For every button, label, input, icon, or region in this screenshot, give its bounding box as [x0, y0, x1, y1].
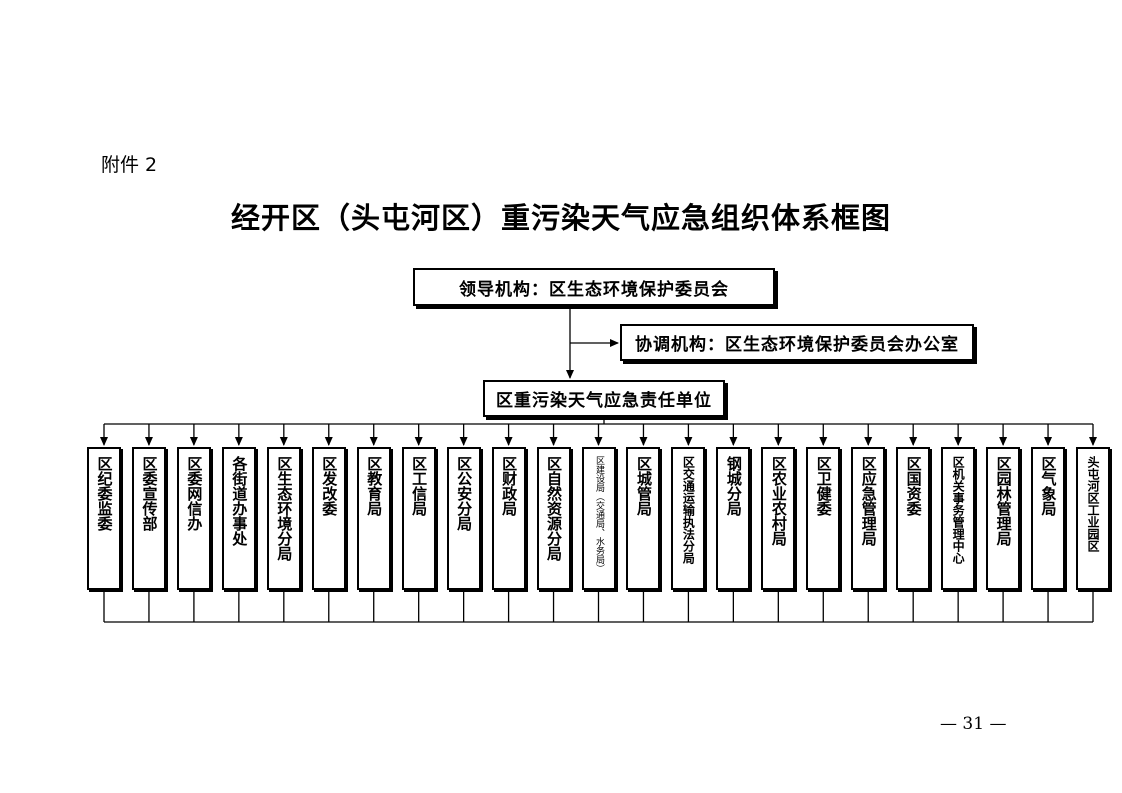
unit-box: 区机关事务管理中心 — [941, 447, 976, 590]
unit-box: 区委网信办 — [176, 447, 211, 590]
unit-label: 区农业农村局 — [769, 456, 788, 546]
unit-label: 各街道办事处 — [230, 456, 249, 546]
unit-label: 区国资委 — [904, 456, 923, 516]
unit-box: 区交通运输执法分局 — [671, 447, 706, 590]
unit-box: 区财政局 — [491, 447, 526, 590]
unit-label: 区园林管理局 — [994, 456, 1013, 546]
unit-box: 区委宣传部 — [131, 447, 166, 590]
unit-label: 区委网信办 — [185, 456, 204, 531]
unit-label: 区交通运输执法分局 — [681, 456, 696, 564]
unit-box: 各街道办事处 — [221, 447, 256, 590]
unit-box: 区气象局 — [1031, 447, 1066, 590]
unit-label: 区气象局 — [1039, 456, 1058, 516]
unit-label: 区委宣传部 — [140, 456, 159, 531]
unit-box: 区工信局 — [401, 447, 436, 590]
unit-label: 区财政局 — [500, 456, 519, 516]
leader-box: 领导机构：区生态环境保护委员会 — [413, 268, 775, 306]
responsible-box: 区重污染天气应急责任单位 — [483, 380, 725, 417]
unit-connector-group — [100, 423, 1097, 623]
unit-box: 区发改委 — [311, 447, 346, 590]
unit-box: 区建设局（交通局、水务局） — [581, 447, 616, 590]
unit-label: 区自然资源分局 — [545, 456, 564, 561]
unit-box: 区国资委 — [896, 447, 931, 590]
unit-box: 区农业农村局 — [761, 447, 796, 590]
unit-label: 区应急管理局 — [859, 456, 878, 546]
unit-label: 区工信局 — [410, 456, 429, 516]
unit-label: 头屯河区工业园区 — [1086, 456, 1100, 552]
unit-label: 区卫健委 — [814, 456, 833, 516]
attachment-label: 附件 2 — [101, 154, 158, 176]
page-number: — 31 — — [940, 714, 1007, 734]
unit-label: 区教育局 — [365, 456, 384, 516]
coordinator-text: 协调机构：区生态环境保护委员会办公室 — [635, 335, 959, 355]
coordinator-box: 协调机构：区生态环境保护委员会办公室 — [620, 324, 974, 361]
unit-label: 区城管局 — [634, 456, 653, 516]
unit-box: 区教育局 — [356, 447, 391, 590]
unit-box: 区公安分局 — [446, 447, 481, 590]
responsible-text: 区重污染天气应急责任单位 — [496, 391, 712, 411]
unit-label: 区建设局（交通局、水务局） — [594, 456, 604, 573]
unit-box: 区生态环境分局 — [266, 447, 301, 590]
unit-box: 区园林管理局 — [986, 447, 1021, 590]
unit-label: 钢城分局 — [724, 456, 743, 516]
diagram-title: 经开区（头屯河区）重污染天气应急组织体系框图 — [230, 201, 891, 235]
unit-label: 区纪委监委 — [95, 456, 114, 531]
unit-box: 区应急管理局 — [851, 447, 886, 590]
unit-box: 区自然资源分局 — [536, 447, 571, 590]
leader-text: 领导机构：区生态环境保护委员会 — [459, 279, 729, 300]
unit-label: 区发改委 — [320, 456, 339, 516]
unit-label: 区生态环境分局 — [275, 456, 294, 561]
unit-box: 头屯河区工业园区 — [1076, 447, 1110, 590]
unit-box: 钢城分局 — [716, 447, 751, 590]
unit-box: 区城管局 — [626, 447, 661, 590]
unit-box: 区纪委监委 — [87, 447, 121, 590]
unit-box: 区卫健委 — [806, 447, 841, 590]
unit-label: 区机关事务管理中心 — [951, 456, 966, 564]
unit-label: 区公安分局 — [455, 456, 474, 531]
